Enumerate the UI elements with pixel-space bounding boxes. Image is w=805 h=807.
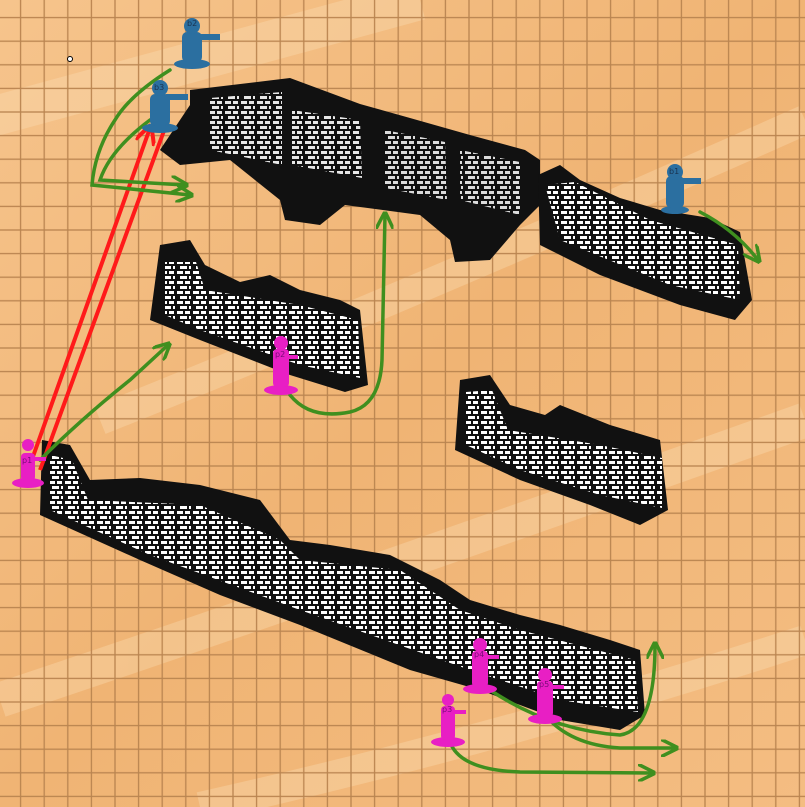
unit-p1[interactable]: p1 — [12, 439, 46, 488]
unit-b1[interactable]: b1 — [661, 164, 701, 214]
unit-p3[interactable]: p3 — [431, 694, 466, 747]
move-arrow-p4 — [488, 645, 655, 737]
unit-b2[interactable]: b2 — [174, 18, 220, 69]
los-arrow-1 — [28, 128, 150, 466]
unit-label-p4: p4 — [474, 650, 484, 659]
unit-label-p2: p2 — [275, 350, 285, 359]
wall-top-right — [538, 165, 752, 320]
wall-middle-right — [455, 375, 668, 525]
unit-label-p3: p3 — [442, 705, 452, 714]
line-of-sight-arrows — [28, 127, 167, 471]
unit-label-p1: p1 — [22, 456, 32, 465]
move-arrow-p3 — [448, 740, 652, 773]
move-arrow-b1 — [698, 210, 758, 260]
unit-label-p5: p5 — [539, 680, 549, 689]
unit-label-b1: b1 — [669, 167, 679, 176]
move-arrow-p2 — [288, 215, 385, 416]
los-arrow-2 — [38, 127, 167, 471]
wall-middle-left — [150, 240, 368, 392]
movement-arrows — [38, 68, 758, 773]
unit-b3[interactable]: b3 — [142, 80, 188, 133]
unit-label-b3: b3 — [154, 83, 164, 92]
unit-p4[interactable]: p4 — [463, 638, 499, 694]
unit-p2[interactable]: p2 — [264, 336, 298, 395]
move-arrow-p1 — [38, 345, 168, 462]
unit-label-b2: b2 — [187, 19, 197, 28]
unit-p5[interactable]: p5 — [528, 668, 564, 724]
marker-dot — [67, 56, 73, 62]
move-arrow-b2 — [90, 68, 190, 195]
move-arrow-b3 — [97, 118, 185, 185]
wall-top-long — [160, 78, 540, 262]
